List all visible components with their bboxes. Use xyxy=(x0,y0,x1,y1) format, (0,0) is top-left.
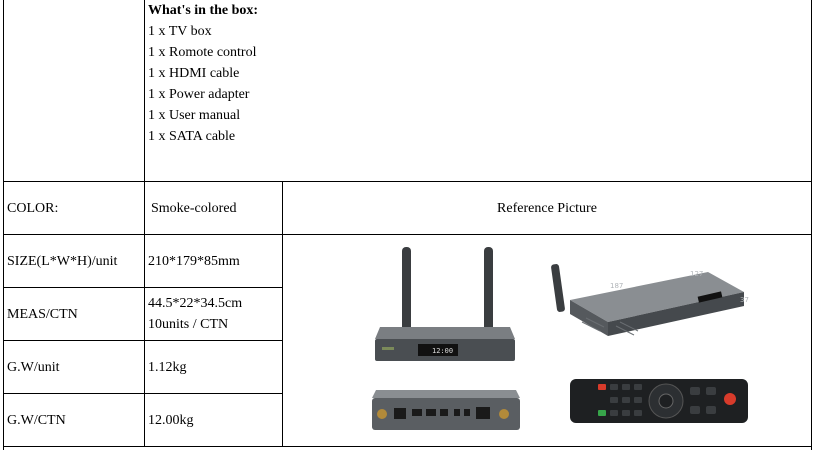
grid-line xyxy=(144,0,145,447)
grid-line xyxy=(3,340,283,341)
grid-line xyxy=(282,181,283,447)
box-contents-list: What's in the box: 1 x TV box 1 x Romote… xyxy=(148,0,258,147)
box-item: 1 x User manual xyxy=(148,108,241,123)
front-display-text: 12:00 xyxy=(432,347,453,355)
grid-line xyxy=(3,181,812,182)
color-label: COLOR: xyxy=(7,201,59,216)
gw-ctn-value: 12.00kg xyxy=(148,413,194,428)
dimension-label: 187 xyxy=(610,282,623,290)
grid-line xyxy=(3,446,812,447)
meas-value-dimensions: 44.5*22*34.5cm xyxy=(148,296,243,311)
tv-box-rear-image xyxy=(372,390,520,430)
color-value: Smoke-colored xyxy=(151,201,237,216)
reference-picture-label: Reference Picture xyxy=(497,201,597,216)
grid-line xyxy=(3,287,283,288)
meas-value-units: 10units / CTN xyxy=(148,317,229,332)
tv-box-angled-image: 187 127 37 xyxy=(551,264,749,336)
gw-unit-value: 1.12kg xyxy=(148,360,187,375)
grid-line xyxy=(811,0,812,450)
meas-label: MEAS/CTN xyxy=(7,307,78,322)
dimension-label: 127 xyxy=(690,270,703,278)
box-item: 1 x SATA cable xyxy=(148,129,236,144)
box-contents-heading: What's in the box: xyxy=(148,3,259,18)
grid-line xyxy=(3,234,812,235)
grid-line xyxy=(3,0,4,450)
box-item: 1 x Power adapter xyxy=(148,87,250,102)
remote-control-image xyxy=(570,379,748,423)
gw-unit-label: G.W/unit xyxy=(7,360,60,375)
tv-box-front-image: 12:00 xyxy=(375,247,515,361)
box-item: 1 x Romote control xyxy=(148,45,257,60)
size-label: SIZE(L*W*H)/unit xyxy=(7,254,118,269)
grid-line xyxy=(3,393,283,394)
dimension-label: 37 xyxy=(740,296,749,304)
size-value: 210*179*85mm xyxy=(148,254,240,269)
gw-ctn-label: G.W/CTN xyxy=(7,413,66,428)
box-item: 1 x TV box xyxy=(148,24,212,39)
box-item: 1 x HDMI cable xyxy=(148,66,240,81)
